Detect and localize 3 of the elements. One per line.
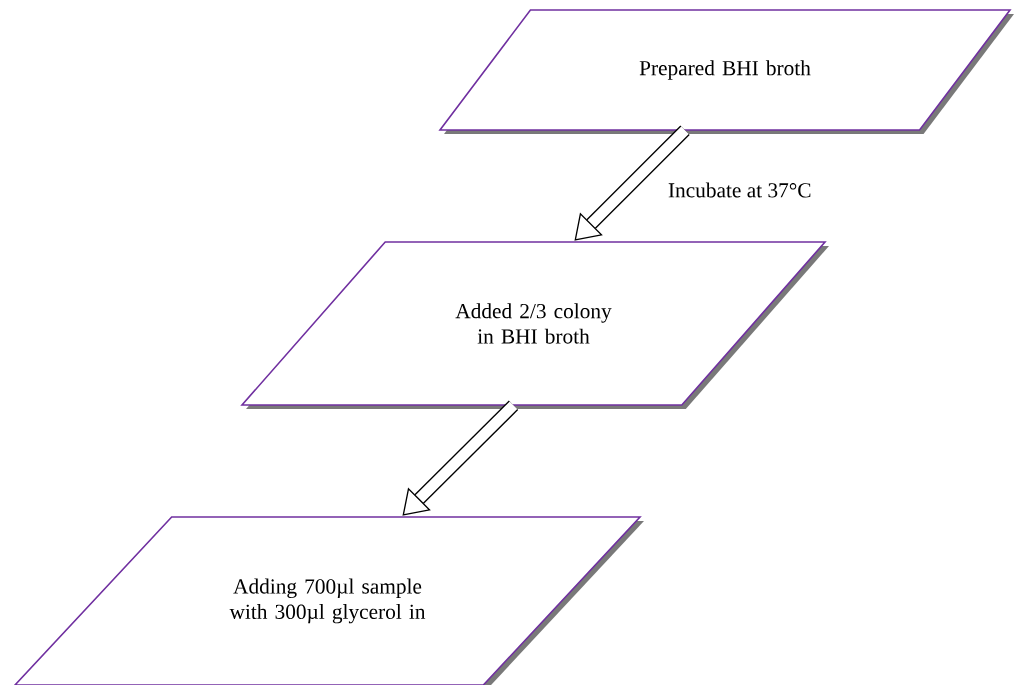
block-arrow: [402, 400, 519, 516]
edge-label: Incubate at 37°C: [668, 182, 811, 198]
block-arrow: [574, 125, 690, 241]
